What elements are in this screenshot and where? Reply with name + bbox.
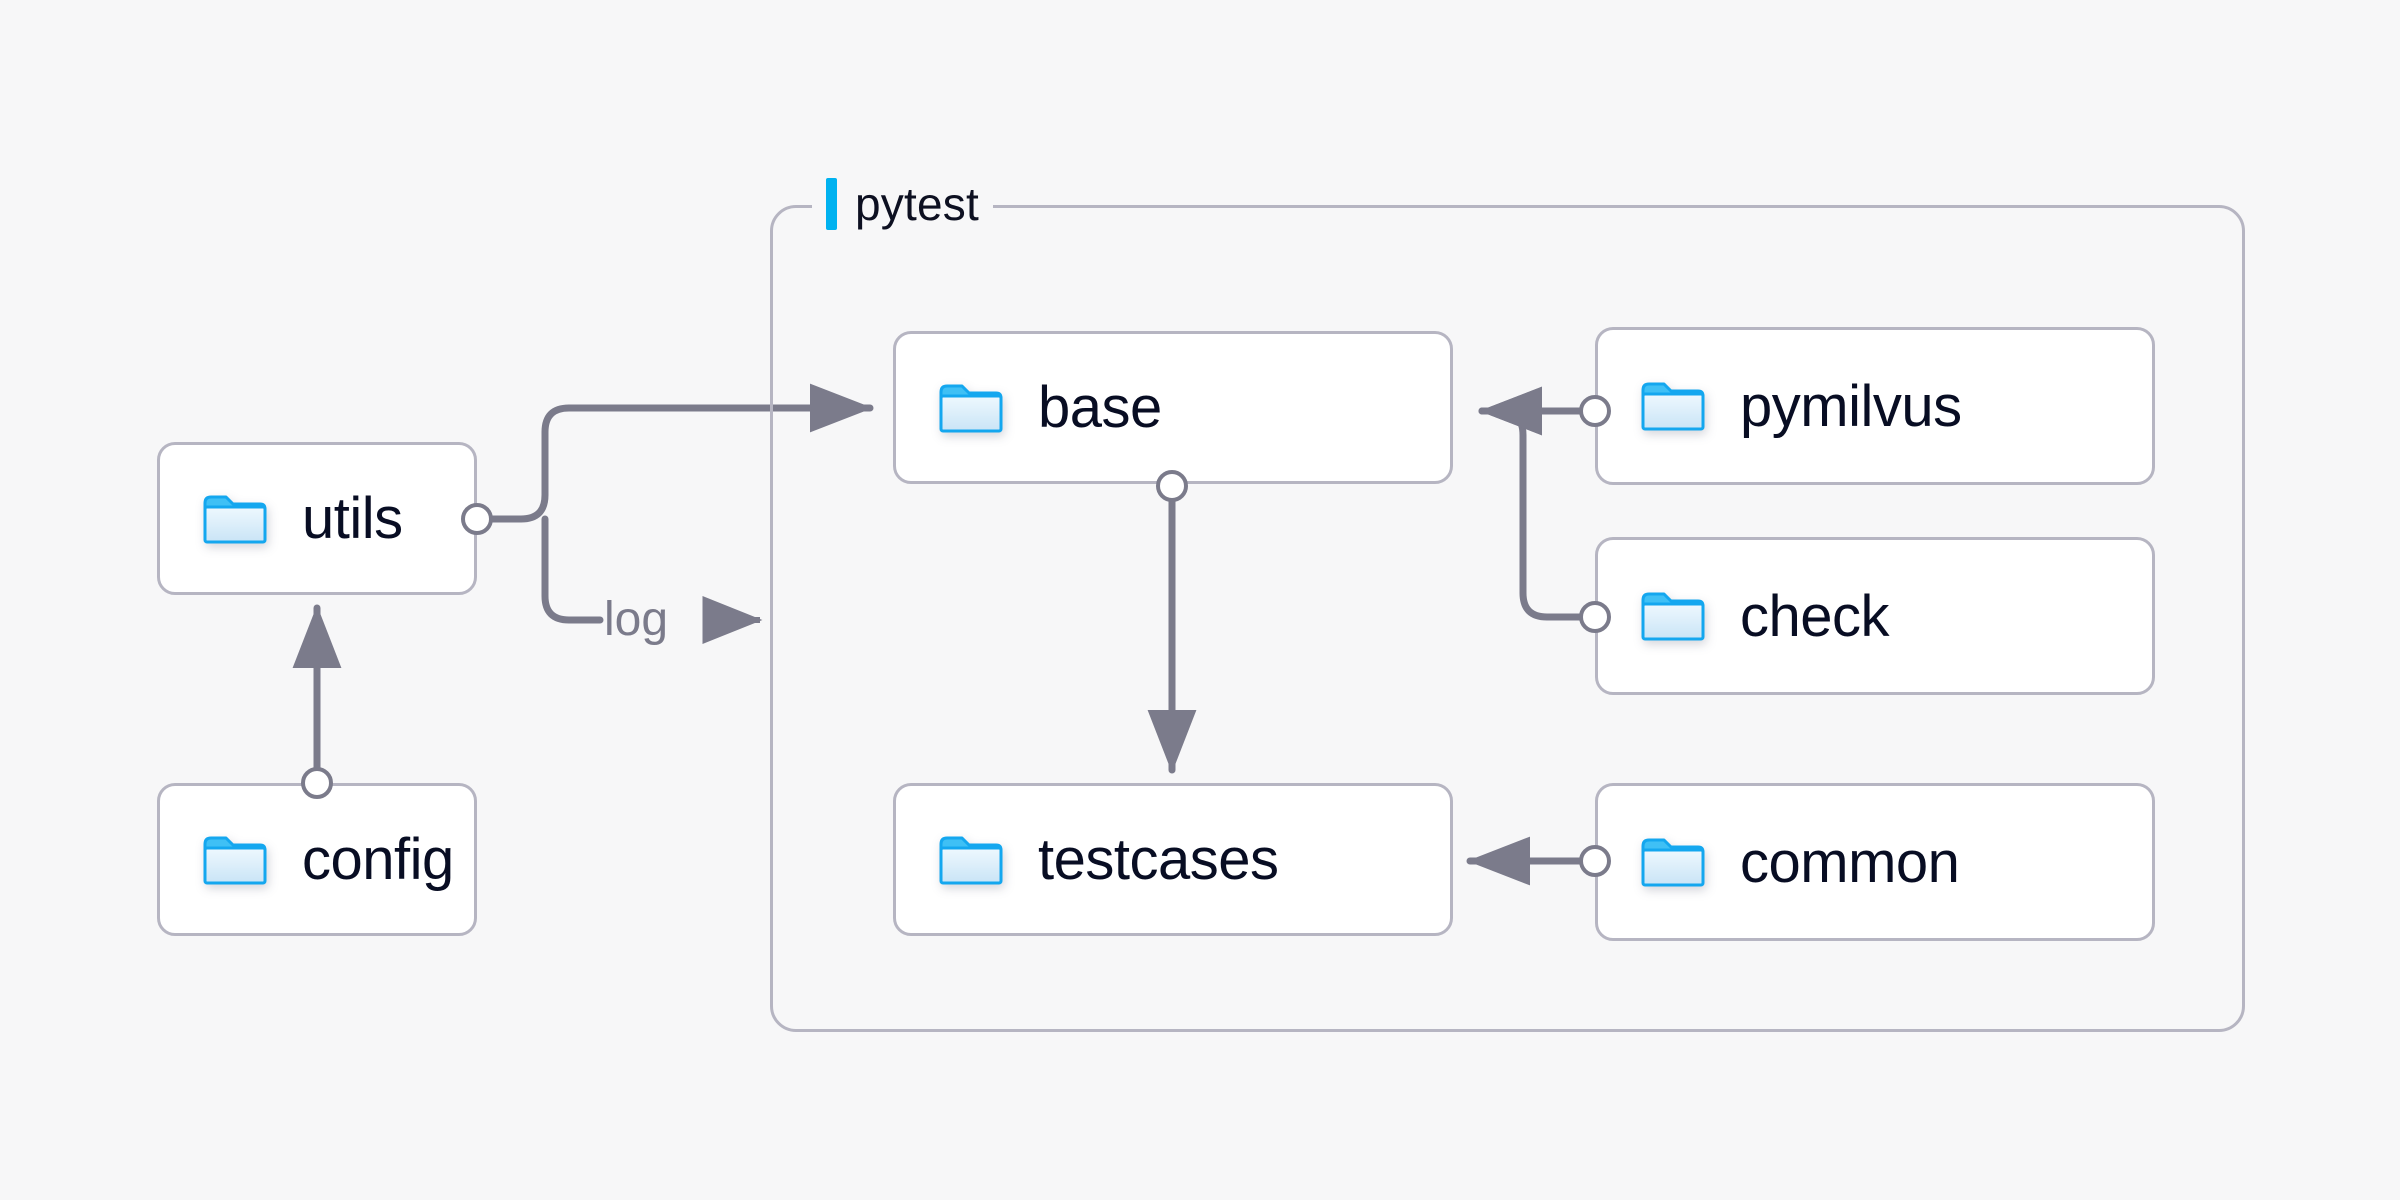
node-label: check <box>1740 583 1890 649</box>
node-utils[interactable]: utils <box>157 442 477 595</box>
port-pymilvus-left[interactable] <box>1579 395 1611 427</box>
folder-icon <box>1640 380 1706 432</box>
folder-icon <box>1640 590 1706 642</box>
node-check[interactable]: check <box>1595 537 2155 695</box>
port-common-left[interactable] <box>1579 845 1611 877</box>
pytest-group-container[interactable] <box>770 205 2245 1032</box>
node-pymilvus[interactable]: pymilvus <box>1595 327 2155 485</box>
node-base[interactable]: base <box>893 331 1453 484</box>
node-label: common <box>1740 829 1960 895</box>
edge-utils-log <box>541 515 604 624</box>
group-label-text: pytest <box>855 178 979 230</box>
node-label: testcases <box>1038 827 1279 892</box>
folder-icon <box>938 382 1004 434</box>
node-config[interactable]: config <box>157 783 477 936</box>
node-testcases[interactable]: testcases <box>893 783 1453 936</box>
edge-label-log: log <box>604 593 669 646</box>
folder-icon <box>1640 836 1706 888</box>
folder-icon <box>202 493 268 545</box>
node-label: pymilvus <box>1740 373 1962 439</box>
pytest-group-label: pytest <box>812 176 993 232</box>
port-config-top[interactable] <box>301 767 333 799</box>
folder-icon <box>202 834 268 886</box>
node-common[interactable]: common <box>1595 783 2155 941</box>
port-base-bottom[interactable] <box>1156 470 1188 502</box>
node-label: config <box>302 827 454 892</box>
node-label: utils <box>302 486 403 551</box>
folder-icon <box>938 834 1004 886</box>
node-label: base <box>1038 375 1162 440</box>
port-check-left[interactable] <box>1579 601 1611 633</box>
port-utils-right[interactable] <box>461 503 493 535</box>
group-accent-bar <box>826 178 837 230</box>
